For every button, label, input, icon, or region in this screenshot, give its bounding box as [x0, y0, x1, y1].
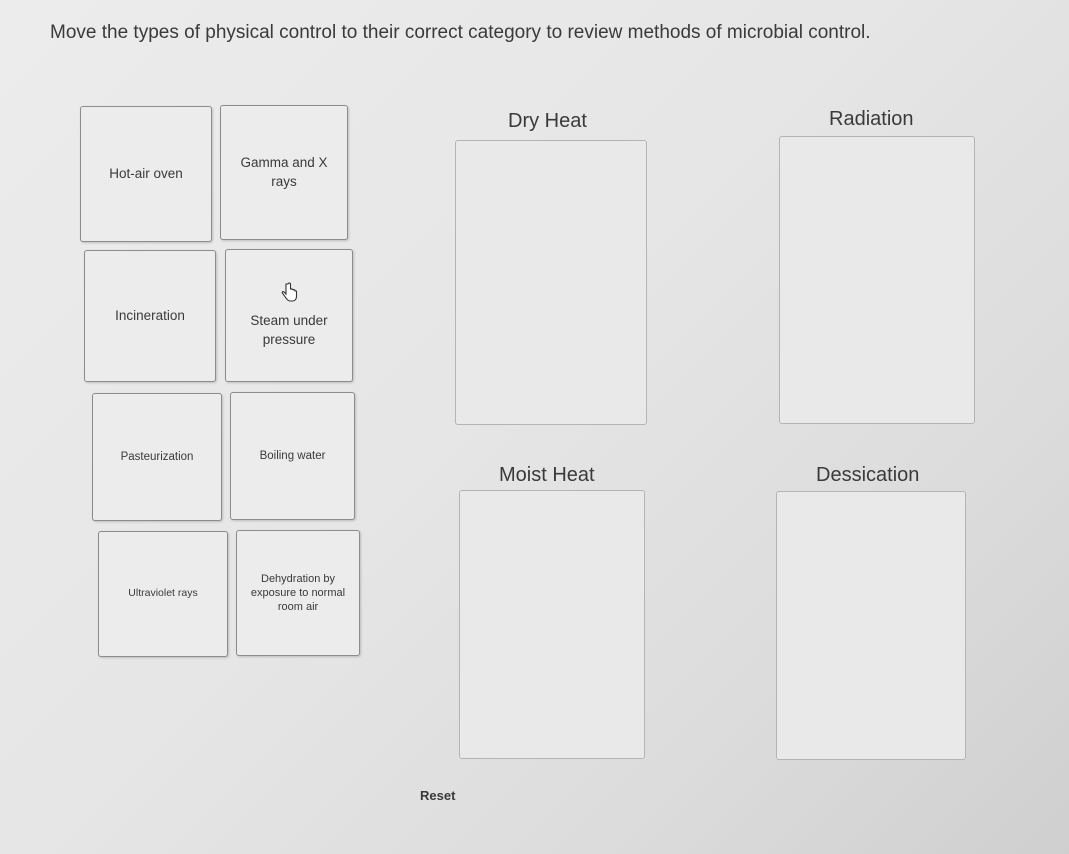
instruction-text: Move the types of physical control to th… [50, 22, 871, 43]
category-title-dry-heat: Dry Heat [508, 110, 587, 132]
card-gamma-x-rays[interactable]: Gamma and X rays [220, 105, 348, 240]
card-boiling-water[interactable]: Boiling water [230, 392, 355, 520]
card-label: Steam under pressure [250, 313, 328, 347]
dropzone-radiation[interactable] [779, 136, 975, 424]
card-label: Boiling water [259, 450, 326, 462]
card-label: Pasteurization [120, 451, 194, 463]
card-label: Dehydration by exposure to normal room a… [250, 572, 346, 614]
category-title-radiation: Radiation [829, 108, 914, 130]
category-title-moist-heat: Moist Heat [499, 464, 595, 486]
reset-button[interactable]: Reset [420, 788, 456, 803]
card-label: Incineration [115, 307, 185, 323]
card-pasteurization[interactable]: Pasteurization [92, 393, 222, 521]
category-title-dessication: Dessication [816, 464, 920, 486]
dropzone-moist-heat[interactable] [459, 490, 645, 759]
dropzone-dessication[interactable] [776, 491, 966, 760]
dropzone-dry-heat[interactable] [455, 140, 647, 425]
hand-pointer-icon [281, 282, 298, 302]
card-incineration[interactable]: Incineration [84, 250, 216, 382]
card-label: Hot-air oven [109, 165, 183, 181]
card-ultraviolet-rays[interactable]: Ultraviolet rays [98, 531, 228, 657]
card-steam-under-pressure[interactable]: Steam under pressure [225, 249, 353, 382]
card-label: Gamma and X rays [240, 155, 328, 189]
card-hot-air-oven[interactable]: Hot-air oven [80, 106, 212, 242]
card-label: Ultraviolet rays [128, 587, 198, 600]
card-dehydration[interactable]: Dehydration by exposure to normal room a… [236, 530, 360, 656]
